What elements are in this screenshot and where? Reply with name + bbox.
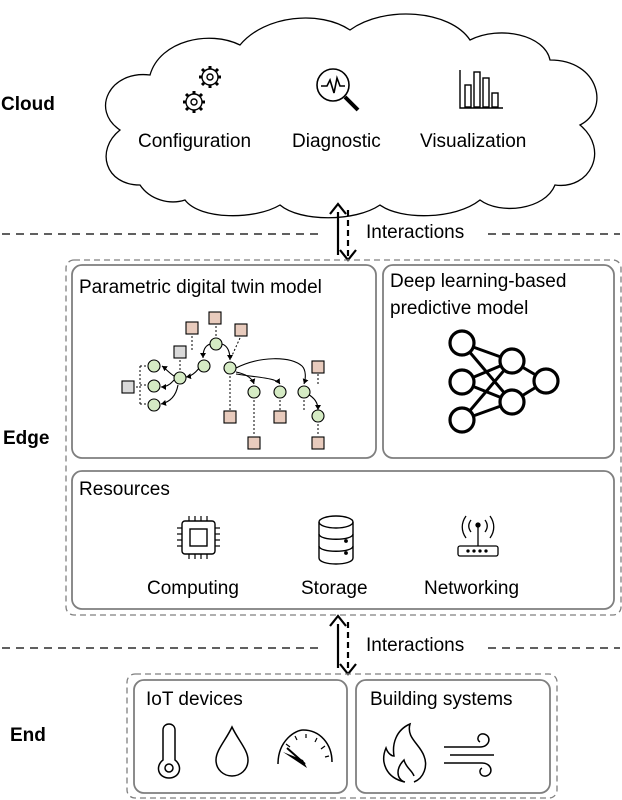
thermometer-icon [157, 723, 181, 779]
wind-icon [444, 733, 494, 777]
database-icon [318, 515, 354, 565]
digital-twin-graph [121, 311, 325, 450]
interaction-arrows-bottom [329, 614, 357, 676]
resources-box [71, 470, 615, 610]
digital-twin-box [71, 264, 377, 459]
edge-container [65, 259, 622, 616]
configuration-label: Configuration [138, 131, 252, 152]
magnifier-pulse-icon [316, 68, 360, 112]
resources-title: Resources [79, 479, 170, 500]
gears-icon [183, 66, 221, 113]
neural-network-icon [448, 329, 560, 434]
end-container [126, 673, 558, 799]
flame-icon [383, 722, 427, 783]
visualization-label: Visualization [420, 131, 527, 152]
cloud-layer-label: Cloud [1, 94, 55, 115]
computing-label: Computing [147, 578, 239, 599]
cloud-shape [104, 13, 598, 219]
interactions-label-bottom: Interactions [366, 635, 465, 656]
building-systems-title: Building systems [370, 689, 513, 710]
dl-model-title-line2: predictive model [390, 298, 529, 319]
dl-model-title-line1: Deep learning-based [390, 271, 567, 292]
end-layer-label: End [10, 725, 46, 746]
router-icon [457, 515, 499, 557]
building-box [355, 679, 551, 794]
iot-devices-title: IoT devices [146, 689, 243, 710]
diagnostic-label: Diagnostic [292, 131, 381, 152]
networking-label: Networking [424, 578, 520, 599]
gauge-icon [277, 729, 333, 768]
digital-twin-title: Parametric digital twin model [79, 277, 322, 298]
cpu-icon [177, 516, 220, 559]
interactions-label-top: Interactions [366, 222, 465, 243]
iot-box [133, 679, 348, 794]
water-drop-icon [215, 725, 249, 777]
edge-layer-label: Edge [3, 428, 50, 449]
bar-chart-icon [459, 70, 503, 109]
storage-label: Storage [301, 578, 368, 599]
